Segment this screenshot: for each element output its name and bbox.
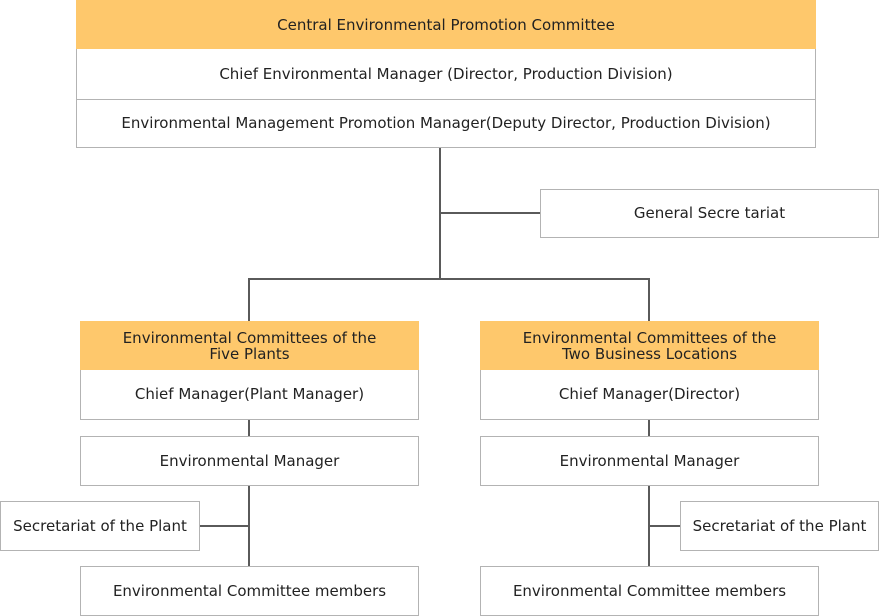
five-plants-chief-manager: Chief Manager(Plant Manager): [80, 370, 419, 420]
central-committee-title: Central Environmental Promotion Committe…: [76, 0, 816, 50]
promotion-manager: Environmental Management Promotion Manag…: [76, 99, 816, 148]
two-locations-committee-members: Environmental Committee members: [480, 566, 819, 616]
five-plants-title: Environmental Committees of the Five Pla…: [80, 321, 419, 371]
promotion-manager-text: Environmental Management Promotion Manag…: [121, 114, 771, 132]
two-locations-environmental-manager-text: Environmental Manager: [559, 451, 740, 470]
five-plants-committee-members: Environmental Committee members: [80, 566, 419, 616]
five-plants-title-text: Environmental Committees of the Five Pla…: [122, 329, 377, 363]
five-plants-committee-members-text: Environmental Committee members: [112, 581, 387, 600]
two-locations-secretariat: Secretariat of the Plant: [680, 501, 879, 551]
two-locations-committee-members-text: Environmental Committee members: [512, 581, 787, 600]
connector-split: [248, 278, 650, 280]
connector-left-secretariat: [199, 525, 249, 527]
connector-left-env-members: [248, 486, 250, 567]
connector-left-chief-env: [248, 420, 250, 437]
general-secretariat-text: General Secre tariat: [633, 204, 786, 222]
two-locations-secretariat-text: Secretariat of the Plant: [692, 516, 867, 535]
connector-secretariat-branch: [440, 212, 541, 214]
two-locations-title: Environmental Committees of the Two Busi…: [480, 321, 819, 371]
connector-right-secretariat: [649, 525, 681, 527]
chief-environmental-manager: Chief Environmental Manager (Director, P…: [76, 49, 816, 100]
central-committee-title-text: Central Environmental Promotion Committe…: [277, 16, 615, 34]
two-locations-environmental-manager: Environmental Manager: [480, 436, 819, 486]
two-locations-chief-manager: Chief Manager(Director): [480, 370, 819, 420]
chief-environmental-manager-text: Chief Environmental Manager (Director, P…: [219, 64, 673, 83]
five-plants-secretariat-text: Secretariat of the Plant: [13, 516, 187, 535]
five-plants-chief-manager-text: Chief Manager(Plant Manager): [134, 385, 365, 403]
connector-right-chief-env: [648, 420, 650, 437]
connector-right-drop: [648, 278, 650, 322]
two-locations-chief-manager-text: Chief Manager(Director): [558, 385, 741, 403]
five-plants-environmental-manager: Environmental Manager: [80, 436, 419, 486]
five-plants-secretariat: Secretariat of the Plant: [0, 501, 200, 551]
general-secretariat: General Secre tariat: [540, 189, 879, 238]
two-locations-title-text: Environmental Committees of the Two Busi…: [522, 329, 777, 363]
five-plants-environmental-manager-text: Environmental Manager: [159, 451, 340, 470]
connector-left-drop: [248, 278, 250, 322]
